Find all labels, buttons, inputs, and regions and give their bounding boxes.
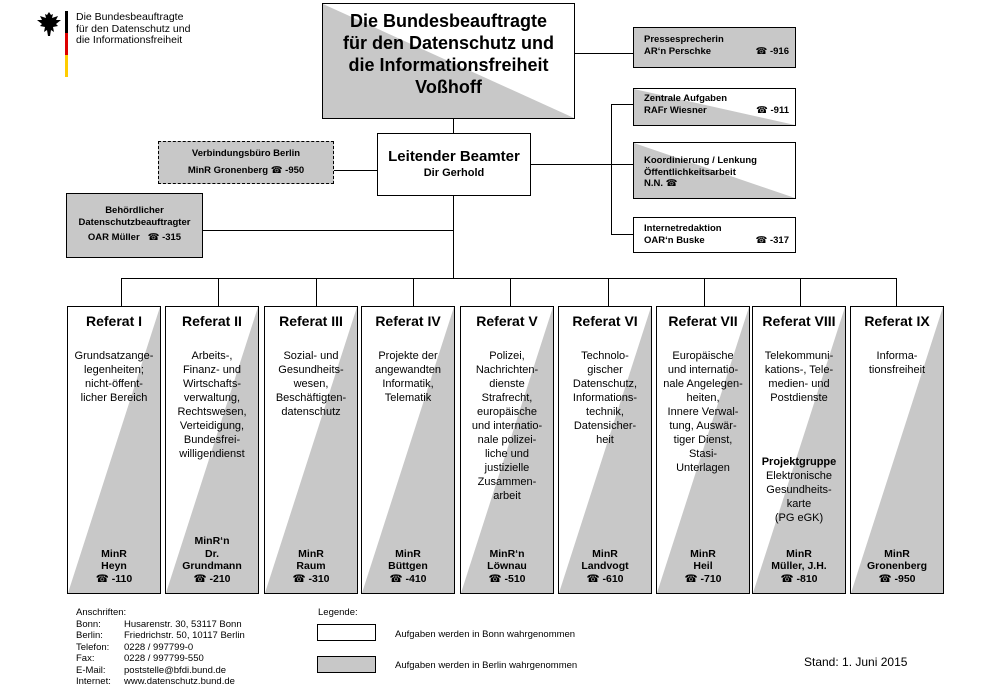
referat-title: Referat VI [572,313,638,329]
flag-stripe-gold [65,55,68,77]
legend-berlin-label: Aufgaben werden in Berlin wahrgenommen [395,660,578,671]
federal-eagle-icon [37,12,61,36]
phone-icon: ☎ [270,164,283,176]
berlin-fill-triangle [634,89,795,125]
datenschutzbeauftragter-box: Behördlicher Datenschutzbeauftragter OAR… [66,193,203,258]
addresses: Anschriften: Bonn:Husarenstr. 30, 53117 … [76,607,245,688]
verbindungsbuero-box: Verbindungsbüro Berlin MinR Gronenberg ☎… [158,141,334,184]
berlin-fill-triangle [851,307,943,593]
referat-box: Referat I Grundsatzange-legenheiten;nicht… [67,306,161,594]
koordinierung-box: Koordinierung / Lenkung Öffentlichkeitsa… [633,142,796,199]
berlin-fill-triangle [362,307,454,593]
phone-icon: ☎ [756,104,768,116]
referat-title: Referat IV [375,313,441,329]
phone-icon: ☎ [665,178,678,189]
verbindungsbuero-title: Verbindungsbüro Berlin [191,148,301,159]
pressesprecherin-box: Pressesprecherin AR‘n Perschke ☎ -916 [633,27,796,68]
address-row: E-Mail:poststelle@bfdi.bund.de [76,664,227,676]
referat-title: Referat VII [668,313,738,329]
addresses-title: Anschriften: [76,607,127,618]
address-row: Bonn:Husarenstr. 30, 53117 Bonn [76,618,242,630]
referat-box: Referat VIII Telekommuni-kations-, Tele-m… [752,306,846,594]
phone-icon: ☎ [780,572,794,585]
leitender-name: Dir Gerhold [423,167,485,179]
berlin-fill-triangle [634,143,795,198]
referat-title: Referat VIII [762,313,836,329]
leitender-beamter-box: Leitender Beamter Dir Gerhold [377,133,531,196]
leitender-title: Leitender Beamter [388,148,520,165]
berlin-fill-triangle [461,307,553,593]
phone-icon: ☎ [95,572,109,585]
phone-icon: ☎ [755,45,768,57]
legend-bonn-label: Aufgaben werden in Bonn wahrgenommen [395,629,576,640]
zentrale-aufgaben-box: Zentrale Aufgaben RAFr Wiesner ☎ -911 [633,88,796,126]
referat-description: Grundsatzange-legenheiten;nicht-öffent-l… [74,350,154,404]
stand-date: Stand: 1. Juni 2015 [804,655,908,669]
phone-icon: ☎ [389,572,403,585]
internetredaktion-box: Internetredaktion OAR‘n Buske ☎ -317 [633,217,796,253]
berlin-fill-triangle [68,307,160,593]
logo: Die Bundesbeauftragte für den Datenschut… [36,8,196,78]
flag-stripe-red [65,33,68,55]
berlin-fill-triangle [265,307,357,593]
head-title: Die Bundesbeauftragte für den Datenschut… [343,11,554,97]
phone-icon: ☎ [755,234,768,246]
address-row: Fax:0228 / 997799-550 [76,653,204,664]
referat-title: Referat II [182,313,242,329]
phone-icon: ☎ [684,572,698,585]
referat-description: Informa-tionsfreiheit [868,350,926,376]
verbindungsbuero-person: MinR Gronenberg ☎ -950 [187,164,305,176]
address-row: Berlin:Friedrichstr. 50, 10117 Berlin [76,630,245,641]
legend-berlin-swatch [317,656,376,673]
head-box: Die Bundesbeauftragte für den Datenschut… [322,3,575,119]
referat-title: Referat V [476,313,538,329]
phone-icon: ☎ [147,232,160,243]
legend-bonn-swatch [317,624,376,641]
berlin-fill-triangle [657,307,749,593]
berlin-fill-triangle [753,307,845,593]
legend-title: Legende: [318,607,358,618]
flag-stripe-black [65,11,68,33]
logo-text: Die Bundesbeauftragte für den Datenschut… [76,11,191,46]
referat-title: Referat IX [864,313,930,329]
phone-icon: ☎ [586,572,600,585]
berlin-fill-triangle [323,4,574,118]
berlin-fill-triangle [166,307,258,593]
address-row: Internet:www.datenschutz.bund.de [76,676,235,687]
phone-icon: ☎ [878,572,892,585]
referat-title: Referat III [279,313,343,329]
phone-icon: ☎ [292,572,306,585]
berlin-fill-triangle [559,307,651,593]
referat-title: Referat I [85,313,143,329]
phone-icon: ☎ [488,572,502,585]
phone-icon: ☎ [193,572,207,585]
address-row: Telefon:0228 / 997799-0 [76,641,194,653]
